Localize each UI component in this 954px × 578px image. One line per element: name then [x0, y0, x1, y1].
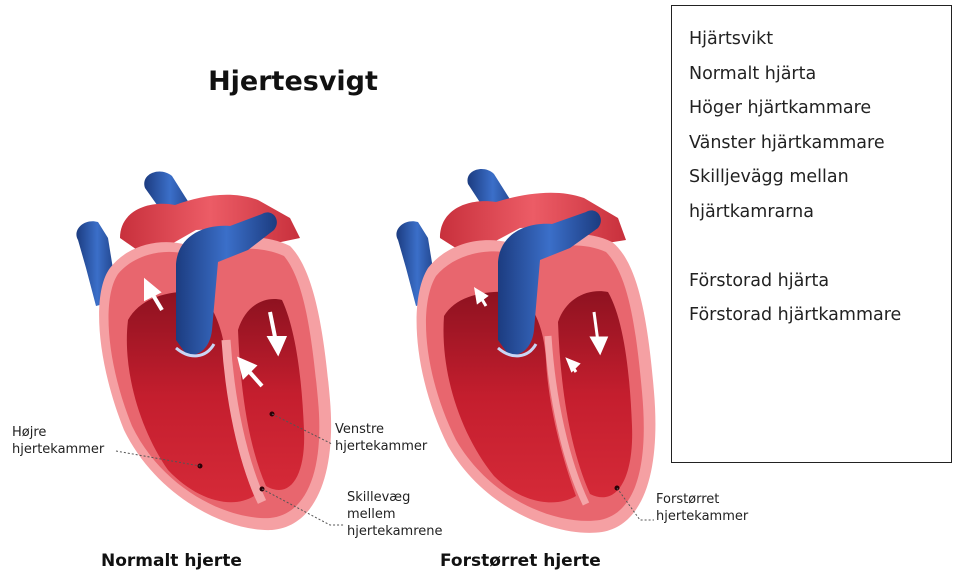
legend-item: Hjärtsvikt: [689, 22, 951, 57]
label-septum-line2: mellem: [347, 506, 443, 523]
label-right-ventricle-line1: Højre: [12, 424, 104, 441]
label-left-ventricle-line2: hjertekammer: [335, 438, 427, 455]
label-enlarged-ventricle-line2: hjertekammer: [656, 508, 748, 525]
label-left-ventricle-line1: Venstre: [335, 421, 427, 438]
caption-enlarged-heart: Forstørret hjerte: [440, 551, 601, 571]
legend-item: Skilljevägg mellan: [689, 160, 951, 195]
enlarged-heart: [396, 169, 655, 533]
legend-spacer: [689, 229, 951, 264]
legend-list: Hjärtsvikt Normalt hjärta Höger hjärtkam…: [672, 6, 951, 333]
label-septum-line3: hjertekamrene: [347, 523, 443, 540]
label-septum: Skillevæg mellem hjertekamrene: [347, 489, 443, 540]
legend-item: Vänster hjärtkammare: [689, 126, 951, 161]
heart-illustrations: [0, 0, 670, 578]
legend-item: Förstorad hjärtkammare: [689, 298, 951, 333]
label-right-ventricle-line2: hjertekammer: [12, 441, 104, 458]
label-enlarged-ventricle-line1: Forstørret: [656, 491, 748, 508]
legend-item: hjärtkamrarna: [689, 195, 951, 230]
label-right-ventricle: Højre hjertekammer: [12, 424, 104, 458]
translation-legend: Hjärtsvikt Normalt hjärta Höger hjärtkam…: [671, 5, 952, 463]
legend-item: Normalt hjärta: [689, 57, 951, 92]
legend-item: Höger hjärtkammare: [689, 91, 951, 126]
caption-normal-heart: Normalt hjerte: [101, 551, 242, 571]
legend-item: Förstorad hjärta: [689, 264, 951, 299]
label-left-ventricle: Venstre hjertekammer: [335, 421, 427, 455]
label-enlarged-ventricle: Forstørret hjertekammer: [656, 491, 748, 525]
label-septum-line1: Skillevæg: [347, 489, 443, 506]
normal-heart: [76, 172, 345, 531]
